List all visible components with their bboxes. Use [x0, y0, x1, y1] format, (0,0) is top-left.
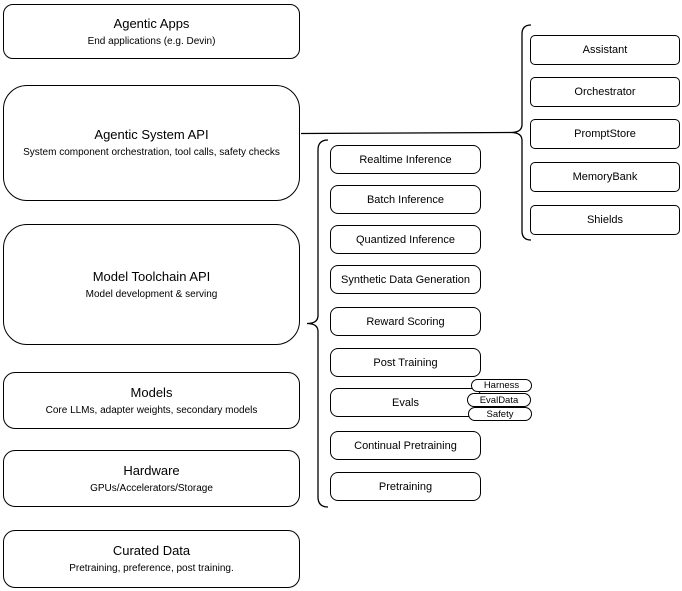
node-subtitle: GPUs/Accelerators/Storage	[90, 482, 213, 494]
middle-group-brace	[306, 139, 329, 508]
node-batch-inference[interactable]: Batch Inference	[330, 185, 481, 214]
node-subtitle: Model development & serving	[85, 288, 218, 300]
node-subtitle: End applications (e.g. Devin)	[87, 35, 216, 47]
node-post-training[interactable]: Post Training	[330, 348, 481, 377]
node-label: Pretraining	[378, 480, 433, 493]
pill-label: Safety	[486, 408, 514, 420]
node-title: Model Toolchain API	[92, 268, 211, 284]
node-label: Assistant	[582, 44, 628, 56]
node-memorybank[interactable]: MemoryBank	[530, 162, 680, 192]
node-agentic-system-api[interactable]: Agentic System API System component orch…	[3, 85, 300, 201]
node-label: Batch Inference	[366, 193, 445, 206]
node-subtitle: Core LLMs, adapter weights, secondary mo…	[45, 404, 258, 416]
node-label: Continual Pretraining	[354, 439, 457, 452]
node-subtitle: System component orchestration, tool cal…	[23, 147, 280, 158]
node-realtime-inference[interactable]: Realtime Inference	[330, 145, 481, 174]
pill-evaldata[interactable]: EvalData	[467, 393, 531, 407]
node-label: Quantized Inference	[355, 233, 456, 246]
node-label: MemoryBank	[572, 171, 638, 183]
node-title: Agentic System API	[94, 127, 209, 142]
node-promptstore[interactable]: PromptStore	[530, 119, 680, 149]
node-label: Orchestrator	[574, 86, 636, 98]
line-agentic-system-api-to-right-group	[300, 131, 512, 135]
pill-label: EvalData	[479, 394, 519, 406]
node-label: PromptStore	[574, 128, 636, 140]
node-title: Models	[130, 384, 173, 400]
node-agentic-apps[interactable]: Agentic Apps End applications (e.g. Devi…	[3, 4, 300, 59]
node-reward-scoring[interactable]: Reward Scoring	[330, 307, 481, 336]
right-group-brace	[510, 24, 532, 241]
node-model-toolchain-api[interactable]: Model Toolchain API Model development & …	[3, 224, 300, 345]
node-continual-pretraining[interactable]: Continual Pretraining	[330, 431, 481, 460]
node-title: Agentic Apps	[113, 15, 190, 31]
node-subtitle: Pretraining, preference, post training.	[69, 563, 234, 574]
node-synthetic-data-generation[interactable]: Synthetic Data Generation	[330, 265, 481, 294]
node-title: Curated Data	[112, 543, 191, 558]
node-pretraining[interactable]: Pretraining	[330, 472, 481, 501]
node-models[interactable]: Models Core LLMs, adapter weights, secon…	[3, 372, 300, 429]
node-label: Synthetic Data Generation	[340, 273, 471, 286]
node-title: Hardware	[123, 462, 180, 478]
node-label: Evals	[392, 396, 419, 409]
node-label: Reward Scoring	[366, 315, 445, 328]
node-label: Post Training	[373, 356, 438, 369]
pill-label: Harness	[483, 380, 520, 391]
node-quantized-inference[interactable]: Quantized Inference	[330, 225, 481, 254]
node-orchestrator[interactable]: Orchestrator	[530, 77, 680, 107]
node-label: Realtime Inference	[359, 153, 452, 166]
node-evals[interactable]: Evals	[330, 388, 481, 417]
node-label: Shields	[586, 214, 624, 226]
node-shields[interactable]: Shields	[530, 205, 680, 235]
node-assistant[interactable]: Assistant	[530, 35, 680, 65]
pill-safety[interactable]: Safety	[468, 407, 532, 421]
pill-harness[interactable]: Harness	[471, 379, 532, 392]
node-curated-data[interactable]: Curated Data Pretraining, preference, po…	[3, 530, 300, 588]
node-hardware[interactable]: Hardware GPUs/Accelerators/Storage	[3, 450, 300, 507]
